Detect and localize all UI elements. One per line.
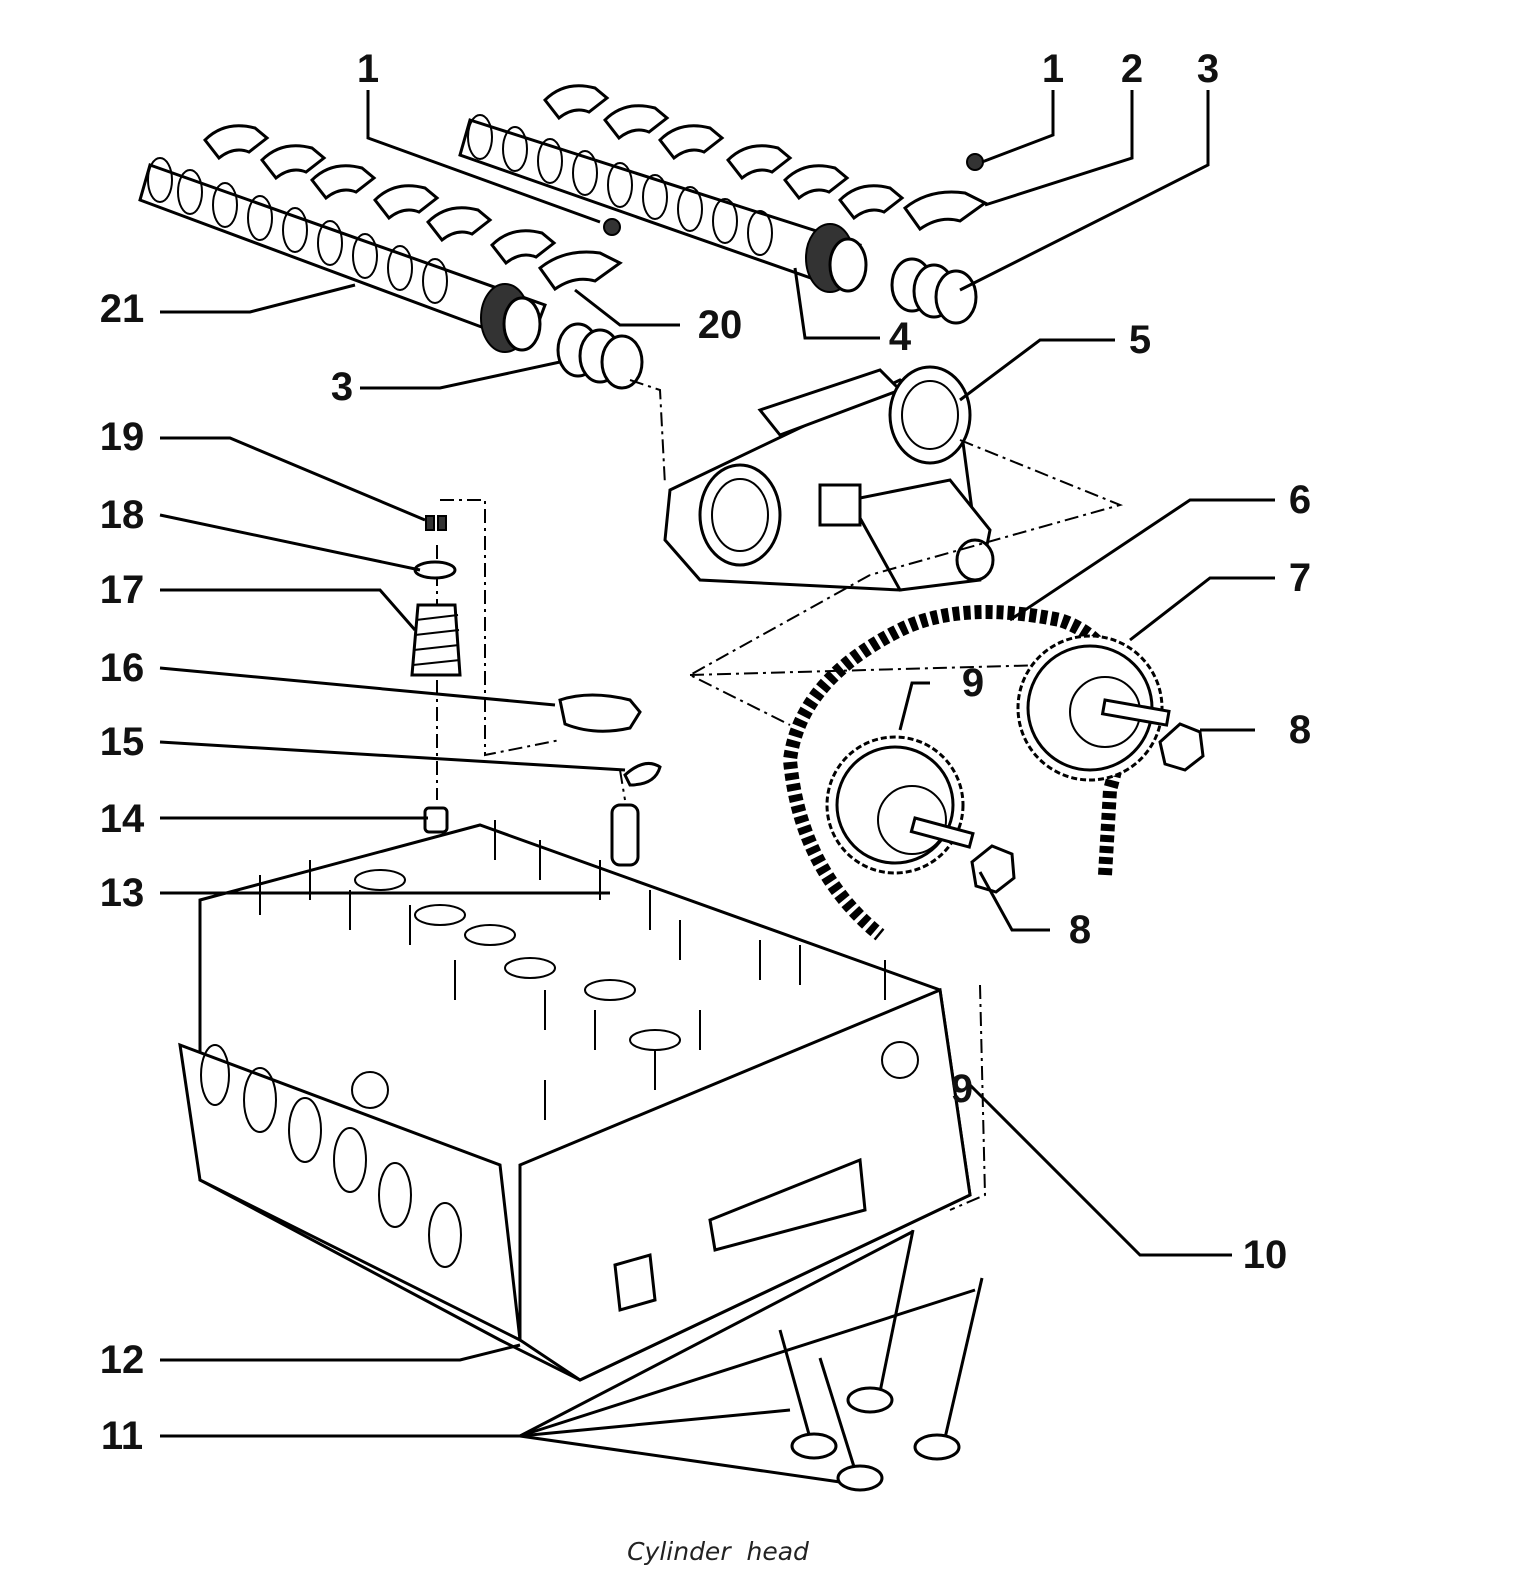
callout-13: 13: [100, 871, 145, 915]
bolt-8-right: [1158, 722, 1205, 772]
sprocket-9: [825, 735, 975, 875]
callout-7: 7: [1289, 556, 1311, 600]
callout-17: 17: [100, 568, 145, 612]
valves-11: [778, 1229, 984, 1492]
callout-14: 14: [100, 797, 145, 841]
cylinder-head-12: [178, 820, 972, 1382]
callout-8-left: 8: [1069, 908, 1091, 952]
callout-labels: 1 1 2 3 21 20 4 5 3 19 6 18 7 17 16 9 8 …: [100, 47, 1311, 1458]
callout-4: 4: [889, 315, 912, 359]
valve-seal-14: [423, 806, 449, 834]
callout-1-left: 1: [357, 47, 379, 91]
callout-16: 16: [100, 646, 145, 690]
bearing-caps-left: [203, 124, 557, 266]
callout-6: 6: [1289, 478, 1311, 522]
variator-housing-5: [663, 365, 995, 592]
bolt-8-left: [970, 844, 1016, 894]
bearing-caps-right: [543, 84, 905, 221]
sprocket-7: [1016, 634, 1171, 782]
callout-3-right: 3: [1197, 47, 1219, 91]
rings-3-right: [890, 257, 978, 325]
callout-11: 11: [101, 1414, 143, 1458]
callout-21: 21: [100, 287, 145, 331]
camshaft-right: [458, 114, 868, 293]
head-marker: 9: [951, 1067, 973, 1111]
callout-5: 5: [1129, 318, 1151, 362]
timing-chain-6: [782, 605, 1130, 941]
callout-18: 18: [100, 493, 145, 537]
clip-15: [623, 761, 662, 787]
callout-2: 2: [1121, 47, 1143, 91]
callout-15: 15: [100, 720, 145, 764]
spring-retainer-18: [413, 560, 457, 580]
diagram-caption: Cylinder head: [627, 1537, 809, 1566]
callout-19: 19: [100, 415, 145, 459]
nut-1-right: [966, 153, 984, 171]
callout-8-right: 8: [1289, 708, 1311, 752]
bearing-cap-2: [902, 190, 988, 232]
nut-1-left: [603, 218, 621, 236]
callout-3-left: 3: [331, 365, 353, 409]
callout-1-right: 1: [1042, 47, 1064, 91]
rings-3-left: [556, 322, 644, 390]
leader-lines: [159, 90, 1275, 1484]
rocker-arm-16: [558, 693, 642, 733]
collets-19: [425, 515, 447, 531]
valve-spring-17: [410, 603, 462, 677]
bearing-cap-20: [537, 250, 623, 292]
callout-20: 20: [698, 303, 743, 347]
callout-10: 10: [1243, 1233, 1288, 1277]
camshaft-left: [138, 157, 547, 353]
callout-9: 9: [962, 661, 984, 705]
hydraulic-tappet-13: [610, 803, 640, 867]
callout-12: 12: [100, 1338, 145, 1382]
